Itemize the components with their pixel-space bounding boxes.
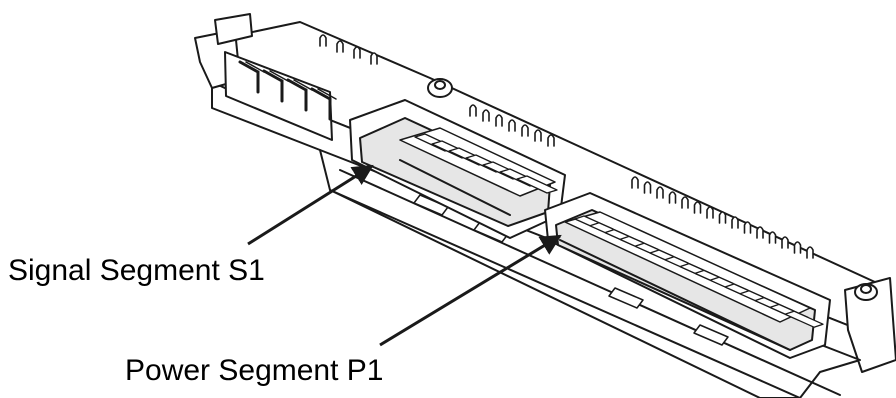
rear-pin — [793, 241, 802, 254]
header-pin — [286, 78, 308, 92]
rear-pin — [336, 40, 344, 53]
rear-pin — [482, 109, 490, 122]
rear-pin — [643, 181, 652, 194]
mounting-boss-hole — [860, 284, 872, 294]
rear-pin — [370, 52, 378, 65]
header-pin — [310, 87, 332, 101]
skirt-window — [608, 287, 644, 309]
callout-arrows — [247, 164, 562, 347]
signal-contact — [516, 175, 558, 194]
rear-pin — [731, 216, 739, 229]
rear-pin — [353, 46, 361, 59]
rear-pin — [547, 134, 555, 147]
header-pin — [269, 70, 289, 82]
skirt-window — [693, 324, 729, 346]
signal-segment-slot — [349, 99, 566, 239]
power-segment-label: Power Segment P1 — [125, 354, 384, 387]
mounting-boss-hole — [434, 80, 446, 90]
signal-segment-label: Signal Segment S1 — [8, 254, 265, 287]
rear-pin — [656, 186, 664, 199]
rear-pin — [521, 124, 529, 137]
header-pin — [238, 60, 260, 74]
rear-pin — [706, 206, 714, 219]
rear-pin — [469, 104, 477, 117]
rear-pin — [668, 191, 677, 204]
rear-pin — [781, 236, 789, 249]
power-tongue-edge — [559, 239, 791, 351]
rear-pin — [756, 226, 764, 239]
signal-tongue-edge — [399, 159, 511, 216]
header-pin — [317, 88, 337, 100]
signal-arrow — [247, 164, 374, 246]
header-pin — [245, 61, 265, 73]
left-pin-header — [224, 51, 337, 141]
rear-pin — [681, 196, 689, 209]
power-segment-slot — [544, 192, 831, 359]
rear-pin — [718, 211, 727, 224]
power-arrow — [379, 234, 562, 347]
header-pin — [262, 69, 284, 83]
rear-pin — [631, 176, 639, 189]
left-end-tab — [214, 13, 253, 45]
right-end-block — [844, 277, 896, 373]
header-pin — [293, 79, 313, 91]
rear-pin — [768, 231, 777, 244]
power-contact — [784, 310, 824, 328]
header-recess — [224, 51, 333, 141]
rear-pin — [508, 119, 516, 132]
rear-pin — [743, 221, 752, 234]
rear-pin — [534, 129, 542, 142]
rear-pin — [806, 246, 814, 259]
rear-pin — [319, 34, 327, 47]
skirt-line-1 — [329, 189, 801, 398]
rear-pin — [693, 201, 702, 214]
rear-solder-pins — [319, 34, 814, 259]
rear-pin — [495, 114, 503, 127]
mounting-bosses — [427, 78, 878, 301]
